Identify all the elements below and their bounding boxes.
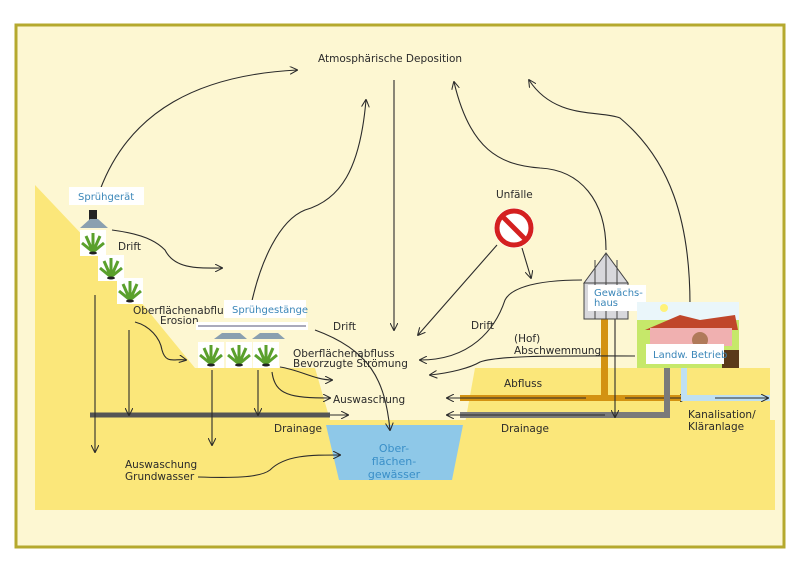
farm-label-box	[646, 344, 724, 364]
drift-label-left: Drift	[118, 241, 141, 253]
surface-water-label-1: Ober-	[379, 442, 409, 455]
boom-sprayer-label: Sprühgestänge	[232, 305, 308, 316]
sewer-label-1: Kanalisation/	[688, 409, 756, 421]
farm-runoff-label-1: (Hof)	[514, 333, 540, 345]
erosion-label: Erosion	[160, 315, 199, 327]
plant-icon	[253, 342, 279, 368]
prohibition-sign-icon	[494, 208, 534, 248]
sprayer-label-box	[69, 187, 144, 205]
diagram-title: Atmosphärische Deposition	[318, 53, 462, 65]
runoff-preferential-label: Oberflächenabfluss	[293, 348, 395, 360]
groundwater-label: Grundwasser	[125, 471, 195, 483]
farm-runoff-label-2: Abschwemmung	[514, 345, 601, 357]
groundwater-leaching-label: Auswaschung	[125, 459, 197, 471]
surface-water-label-3: gewässer	[368, 468, 421, 481]
runoff-erosion-label: Oberflächenabfluss	[133, 305, 235, 317]
plant-icon	[198, 342, 224, 368]
greenhouse-label-1: Gewächs-	[594, 288, 643, 299]
greenhouse-label-2: haus	[594, 298, 618, 309]
surface-water-label-2: flächen-	[372, 455, 416, 468]
drainage-label-left: Drainage	[274, 423, 322, 435]
boom-sprayer-icon	[196, 322, 308, 339]
surface-water	[326, 425, 463, 480]
greenhouse-drain-pipe	[601, 318, 608, 398]
greenhouse-label-box	[588, 285, 646, 311]
drift-label-right: Drift	[471, 320, 494, 332]
outflow-label: Abfluss	[504, 378, 542, 390]
accidents-label: Unfälle	[496, 189, 533, 201]
plant-icon	[98, 255, 124, 281]
sprayer-label: Sprühgerät	[78, 192, 134, 203]
plant-icon	[80, 230, 106, 256]
preferential-flow-label: Bevorzugte Strömung	[293, 358, 408, 370]
drift-label-center: Drift	[333, 321, 356, 333]
drainage-label-right: Drainage	[501, 423, 549, 435]
boom-sprayer-label-box	[224, 300, 306, 318]
plant-icon	[226, 342, 252, 368]
leaching-label: Auswaschung	[333, 394, 405, 406]
plant-icon	[117, 278, 143, 304]
farm-label: Landw. Betrieb	[653, 350, 727, 361]
sewer-label-2: Kläranlage	[688, 421, 744, 433]
sprayer-nozzle-icon	[80, 210, 108, 228]
